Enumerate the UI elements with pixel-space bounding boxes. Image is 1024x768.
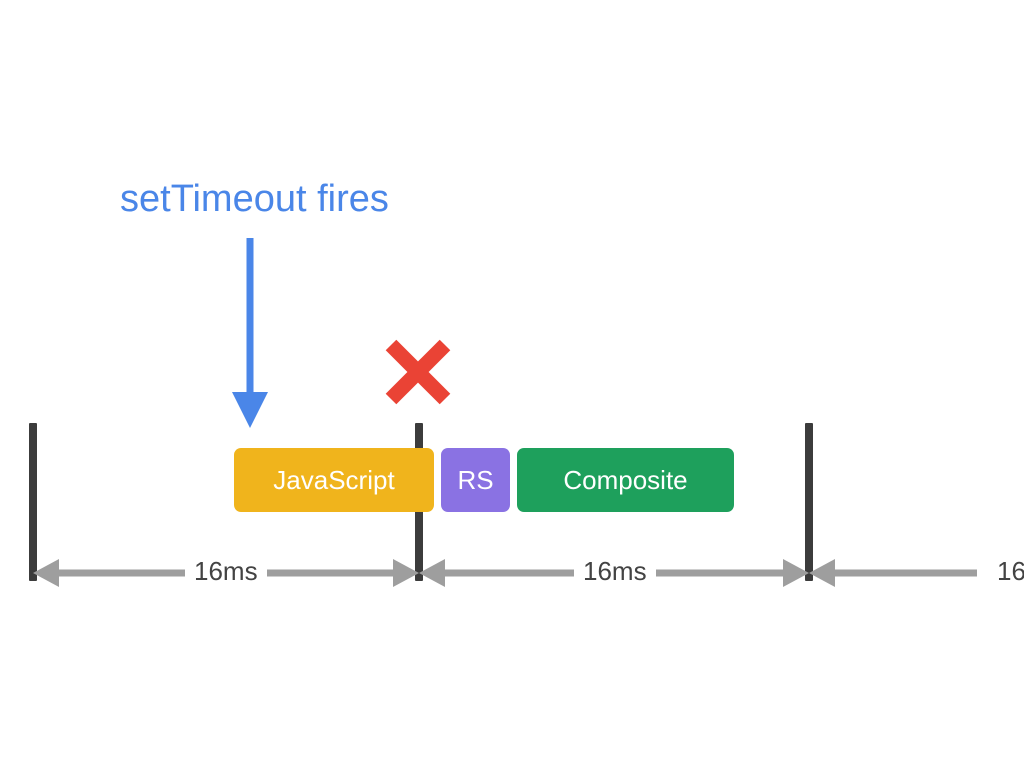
red-x-icon bbox=[382, 336, 454, 408]
task-bar-javascript[interactable]: JavaScript bbox=[234, 448, 434, 512]
annotation-label-settimeout: setTimeout fires bbox=[120, 178, 389, 220]
frame-boundary-tick-2 bbox=[805, 423, 813, 581]
double-arrow-icon bbox=[809, 559, 977, 587]
measure-span-2: 16 bbox=[809, 554, 1024, 590]
down-arrow-icon bbox=[228, 236, 276, 430]
measure-span-1: 16ms bbox=[419, 554, 809, 590]
frame-boundary-tick-0 bbox=[29, 423, 37, 581]
measure-label-1: 16ms bbox=[574, 554, 656, 588]
measure-span-0: 16ms bbox=[33, 554, 419, 590]
task-bar-rs[interactable]: RS bbox=[441, 448, 510, 512]
measure-label-2: 16 bbox=[988, 554, 1024, 588]
measure-label-0: 16ms bbox=[185, 554, 267, 588]
task-bar-composite[interactable]: Composite bbox=[517, 448, 734, 512]
